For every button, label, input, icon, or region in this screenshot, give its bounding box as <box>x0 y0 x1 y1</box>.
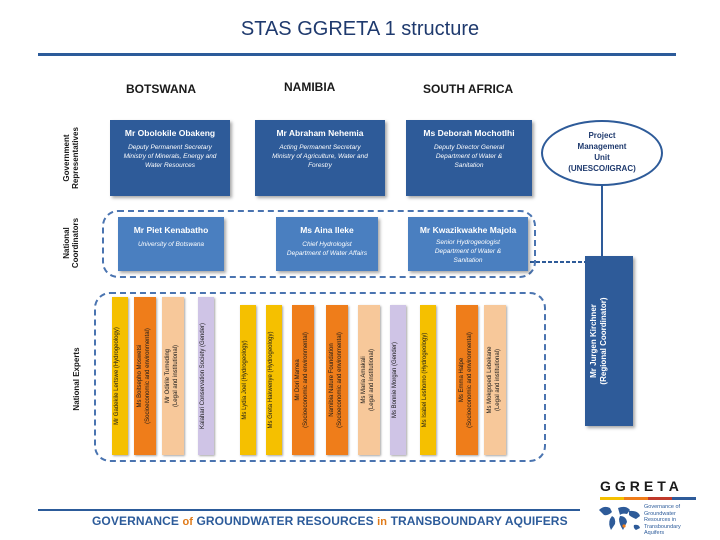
person-name: Mr Abraham Nehemia <box>276 128 364 138</box>
expert-line: Mr Odirile Tumeding <box>165 348 171 404</box>
expert-line: Mr Gadekile Lertswe (Hydrogeology) <box>114 327 120 425</box>
expert-card: Namibia Nature Foundation(Socioeconomic … <box>326 305 348 455</box>
expert-line: Namibia Nature Foundation <box>329 343 335 417</box>
page-title: STAS GGRETA 1 structure <box>240 18 480 40</box>
world-map-icon <box>599 506 640 530</box>
expert-card: Mr Dori Mamea(Socioeconomic and environm… <box>292 305 314 455</box>
experts-group <box>94 292 546 462</box>
expert-line: Ms Isabel Leshomo (Hydrogeology) <box>422 332 428 428</box>
expert-card: Ms Maria Amakali(Legal and institutional… <box>358 305 380 455</box>
footer-tagline: GOVERNANCE of GROUNDWATER RESOURCES in T… <box>92 514 568 528</box>
expert-line: Ms Emma Halpe <box>459 357 465 403</box>
expert-card: Ms Emma Halpe(Socioeconomic and environm… <box>456 305 478 455</box>
country-south-africa: SOUTH AFRICA <box>423 82 514 96</box>
expert-line: (Legal and institutional) <box>368 348 375 412</box>
country-namibia: NAMIBIA <box>284 80 336 94</box>
expert-card: Kalahari Conservation Society (Gender) <box>198 297 214 455</box>
expert-line: (Legal and institutional) <box>494 348 501 412</box>
country-botswana: BOTSWANA <box>126 82 196 96</box>
gov-rep-botswana: Mr Obolokile Obakeng Deputy Permanent Se… <box>110 120 230 196</box>
regional-coordinator: Mr Jurgen Kirchner(Regional Coordinator) <box>585 256 633 426</box>
coordinators-group <box>102 210 536 278</box>
expert-card: Mr Gadekile Lertswe (Hydrogeology) <box>112 297 128 455</box>
person-name: Ms Deborah Mochotlhi <box>423 128 515 138</box>
expert-line: (Socioeconomic and environmental) <box>144 328 151 424</box>
regional-coordinator-label: Mr Jurgen Kirchner(Regional Coordinator) <box>589 297 608 385</box>
expert-line: (Socioeconomic and environmental) <box>336 332 343 428</box>
expert-card: Ms Lydia Joel (Hydrogeology) <box>240 305 256 455</box>
expert-card: Ms Boitsepho Moswetsi(Socioeconomic and … <box>134 297 156 455</box>
coordinator-south-africa: Mr Kwazikwakhe Majola Senior Hydrogeolog… <box>408 217 528 271</box>
expert-card: Ms Mokgopedi Lebekane(Legal and institut… <box>484 305 506 455</box>
expert-card: Mr Odirile Tumeding(Legal and institutio… <box>162 297 184 455</box>
expert-line: Kalahari Conservation Society (Gender) <box>200 322 206 430</box>
coordinator-botswana: Mr Piet Kenabatho University of Botswana <box>118 217 224 271</box>
expert-card: Ms Bonnie Morgan (Gender) <box>390 305 406 455</box>
expert-line: Mr Dori Mamea <box>295 359 301 401</box>
gov-rep-namibia: Mr Abraham Nehemia Acting Permanent Secr… <box>255 120 385 196</box>
expert-line: Ms Boitsepho Moswetsi <box>137 344 143 408</box>
footer-divider <box>38 509 580 511</box>
expert-line: (Socioeconomic and environmental) <box>302 332 309 428</box>
expert-line: Ms Lydia Joel (Hydrogeology) <box>242 340 248 420</box>
logo-color-bar <box>600 497 696 500</box>
person-name: Mr Obolokile Obakeng <box>124 128 216 138</box>
expert-line: Ms Mokgopedi Lebekane <box>487 346 493 414</box>
title-divider <box>38 53 676 56</box>
expert-card: Ms Greta Hakwenye (Hydrogeology) <box>266 305 282 455</box>
person-name: Ms Aina Ileke <box>300 225 354 235</box>
gov-rep-south-africa: Ms Deborah Mochotlhi Deputy Director Gen… <box>406 120 532 196</box>
expert-line: (Legal and institutional) <box>172 344 179 408</box>
expert-line: Ms Bonnie Morgan (Gender) <box>392 341 398 419</box>
person-name: Mr Piet Kenabatho <box>133 225 209 235</box>
person-name: Mr Kwazikwakhe Majola <box>419 225 517 235</box>
ggreta-logo-text: GGRETA <box>600 478 683 494</box>
person-role: University of Botswana <box>137 241 205 248</box>
expert-line: (Socioeconomic and environmental) <box>466 332 473 428</box>
expert-line: Ms Maria Amakali <box>361 356 367 404</box>
expert-line: Ms Greta Hakwenye (Hydrogeology) <box>268 331 274 429</box>
expert-card: Ms Isabel Leshomo (Hydrogeology) <box>420 305 436 455</box>
